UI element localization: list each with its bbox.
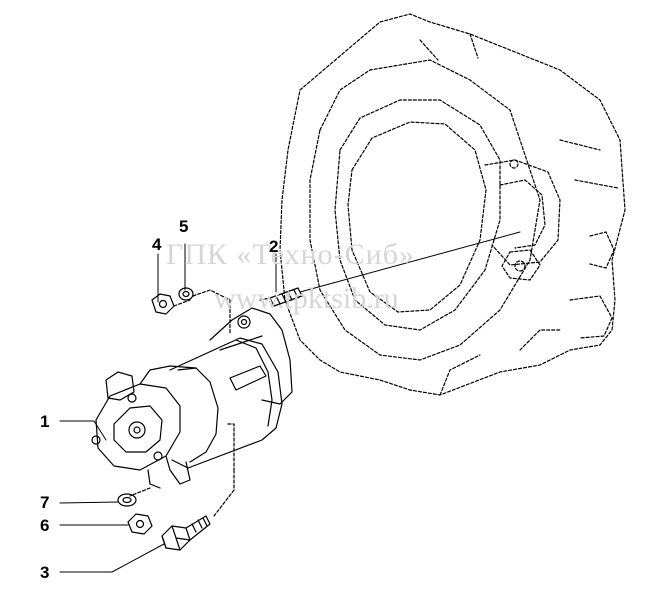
callout-2[interactable]: 2 (269, 237, 279, 256)
stud-drawing (259, 287, 303, 307)
watermark-company-name: ГПК «Техно-Сиб» (166, 238, 415, 271)
bolt-drawing (161, 515, 211, 551)
callout-7[interactable]: 7 (40, 493, 50, 512)
callout-3[interactable]: 3 (40, 563, 50, 582)
washer-upper-drawing (178, 287, 194, 301)
watermark-website: www.tpktsib.ru (214, 282, 399, 315)
leader-lines (59, 243, 277, 573)
nut-upper-drawing (151, 293, 175, 315)
starter-motor-drawing (91, 307, 293, 517)
callout-1[interactable]: 1 (40, 412, 50, 431)
washer-lower-drawing (117, 493, 137, 507)
nut-lower-drawing (127, 513, 153, 535)
callout-4[interactable]: 4 (152, 235, 162, 254)
bell-housing (279, 13, 626, 396)
callout-6[interactable]: 6 (40, 516, 50, 535)
callout-5[interactable]: 5 (179, 217, 189, 236)
